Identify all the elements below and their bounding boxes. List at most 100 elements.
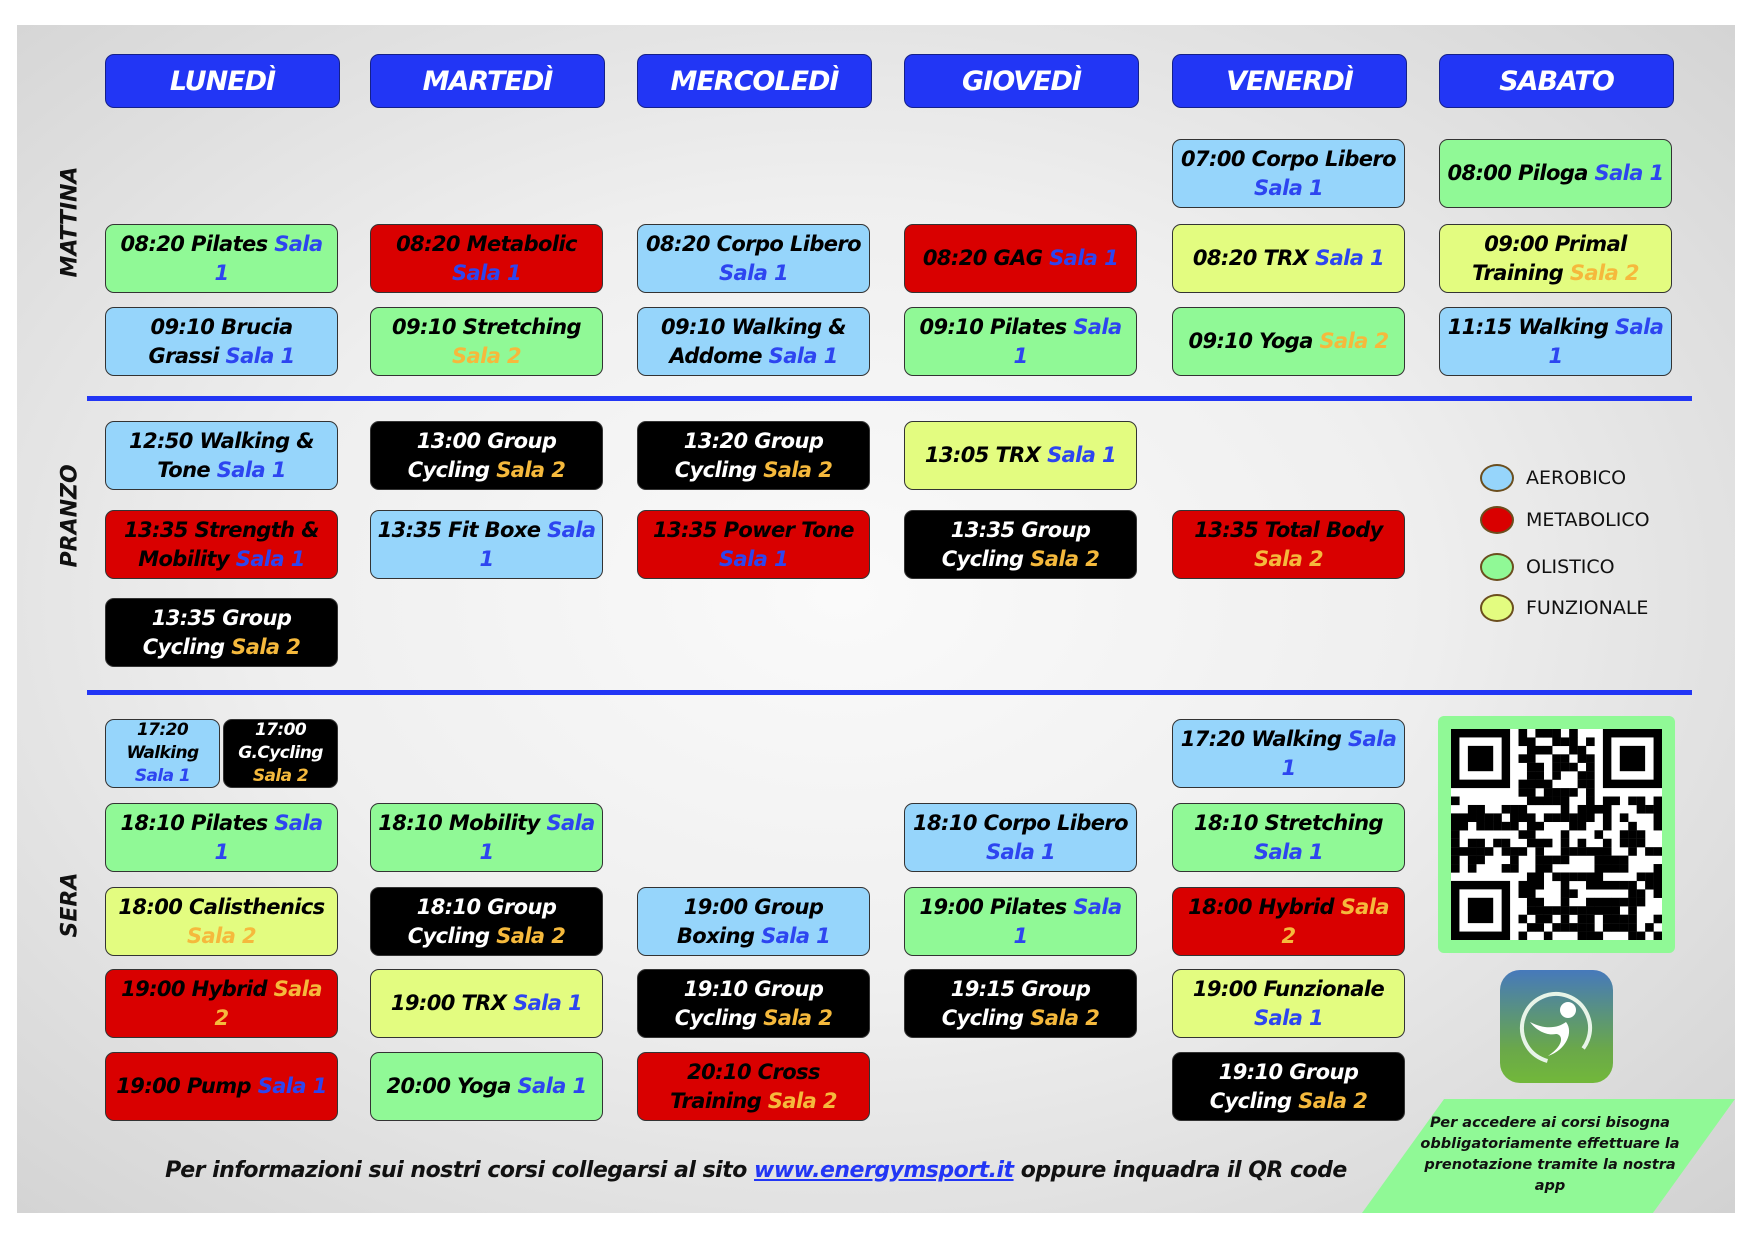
class-name: 18:10 Pilates (120, 810, 268, 835)
class-name: 13:35 Power Tone (653, 517, 855, 542)
class-name: 19:00 Pump (116, 1074, 251, 1098)
class-name: 19:10 Group Cycling (674, 976, 824, 1030)
room-label: Sala 1 (768, 343, 839, 368)
qr-code-icon (1451, 729, 1663, 941)
footer-text-end: oppure inquadra il QR code (1013, 1158, 1348, 1183)
class-block: 08:20 Pilates Sala 1 (105, 224, 338, 293)
class-name: 07:00 Corpo Libero (1181, 146, 1397, 171)
room-label: Sala 1 (513, 991, 583, 1015)
class-block: 19:10 Group Cycling Sala 2 (637, 969, 870, 1038)
day-header-1: MARTEDÌ (370, 54, 605, 108)
room-label: Sala 1 (214, 810, 323, 864)
day-header-5: SABATO (1439, 54, 1674, 108)
room-label: Sala 1 (452, 260, 522, 285)
footer-text: Per informazioni sui nostri corsi colleg… (165, 1158, 755, 1183)
room-label: Sala 2 (1319, 329, 1390, 353)
room-label: Sala 2 (1030, 546, 1100, 571)
legend-swatch (1480, 553, 1514, 581)
room-label: Sala 1 (1254, 839, 1324, 864)
class-block: 17:20 Walking Sala 1 (105, 719, 220, 788)
room-label: Sala 2 (252, 766, 309, 786)
room-label: Sala 1 (1281, 726, 1397, 780)
class-name: 13:20 Group Cycling (674, 428, 824, 482)
class-block: 07:00 Corpo Libero Sala 1 (1172, 139, 1405, 208)
room-label: Sala 2 (763, 1005, 833, 1030)
class-block: 08:20 Corpo Libero Sala 1 (637, 224, 870, 293)
class-name: 18:00 Calisthenics (118, 894, 325, 919)
section-divider (87, 690, 1692, 695)
legend-swatch (1480, 464, 1514, 492)
room-label: Sala 2 (1281, 894, 1389, 948)
class-block: 13:35 Power Tone Sala 1 (637, 510, 870, 579)
room-label: Sala 2 (1030, 1005, 1100, 1030)
room-label: Sala 1 (761, 923, 831, 948)
class-name: 20:10 Cross Training (670, 1059, 820, 1113)
class-block: 19:00 TRX Sala 1 (370, 969, 603, 1038)
class-block: 13:20 Group Cycling Sala 2 (637, 421, 870, 490)
class-name: 20:00 Yoga (386, 1074, 511, 1098)
room-label: Sala 1 (719, 260, 789, 285)
room-label: Sala 1 (235, 546, 306, 571)
class-block: 18:10 Stretching Sala 1 (1172, 803, 1405, 872)
class-block: 18:10 Group Cycling Sala 2 (370, 887, 603, 956)
room-label: Sala 1 (1254, 175, 1324, 200)
class-block: 18:10 Mobility Sala 1 (370, 803, 603, 872)
class-name: 08:20 GAG (922, 246, 1043, 270)
room-label: Sala 1 (216, 457, 287, 482)
qr-code[interactable] (1438, 716, 1675, 953)
class-block: 13:05 TRX Sala 1 (904, 421, 1137, 490)
class-name: 08:20 TRX (1192, 246, 1309, 270)
class-name: 11:15 Walking (1447, 314, 1609, 339)
class-block: 19:15 Group Cycling Sala 2 (904, 969, 1137, 1038)
class-block: 09:10 Pilates Sala 1 (904, 307, 1137, 376)
room-label: Sala 1 (719, 546, 789, 571)
class-name: 19:15 Group Cycling (941, 976, 1091, 1030)
class-block: 19:00 Group Boxing Sala 1 (637, 887, 870, 956)
class-name: 08:20 Metabolic (396, 231, 577, 256)
room-label: Sala 1 (214, 231, 323, 285)
section-label-mattina: MATTINA (58, 167, 83, 278)
class-name: 09:10 Brucia Grassi (148, 314, 293, 368)
class-name: 18:10 Corpo Libero (913, 810, 1129, 835)
room-label: Sala 1 (517, 1074, 588, 1098)
class-name: 08:20 Corpo Libero (646, 231, 862, 256)
legend-item-funzionale: FUNZIONALE (1480, 594, 1648, 622)
class-block: 12:50 Walking & Tone Sala 1 (105, 421, 338, 490)
class-name: 18:10 Group Cycling (407, 894, 557, 948)
room-label: Sala 1 (1047, 443, 1117, 467)
class-block: 20:00 Yoga Sala 1 (370, 1052, 603, 1121)
class-name: 17:20 Walking (1180, 726, 1342, 751)
class-block: 09:10 Brucia Grassi Sala 1 (105, 307, 338, 376)
class-name: 13:35 Strength & Mobility (124, 517, 320, 571)
room-label: Sala 1 (986, 839, 1056, 864)
legend-item-metabolico: METABOLICO (1480, 506, 1650, 534)
website-link[interactable]: www.energymsport.it (754, 1158, 1014, 1183)
class-block: 17:00 G.Cycling Sala 2 (223, 719, 338, 788)
class-block: 13:35 Strength & Mobility Sala 1 (105, 510, 338, 579)
room-label: Sala 1 (1548, 314, 1664, 368)
class-block: 19:00 Pump Sala 1 (105, 1052, 338, 1121)
class-name: 19:00 Hybrid (121, 976, 267, 1001)
legend-item-olistico: OLISTICO (1480, 553, 1615, 581)
booking-note: Per accedere ai corsi bisogna obbligator… (1420, 1115, 1680, 1194)
room-label: Sala 1 (479, 810, 595, 864)
class-block: 13:00 Group Cycling Sala 2 (370, 421, 603, 490)
class-block: 09:10 Yoga Sala 2 (1172, 307, 1405, 376)
class-block: 19:00 Hybrid Sala 2 (105, 969, 338, 1038)
class-block: 18:10 Pilates Sala 1 (105, 803, 338, 872)
room-label: Sala 1 (1315, 246, 1385, 270)
app-logo-icon[interactable] (1500, 970, 1613, 1083)
legend-label: OLISTICO (1526, 556, 1615, 578)
footer-info: Per informazioni sui nostri corsi colleg… (0, 1158, 1512, 1183)
room-label: Sala 2 (763, 457, 833, 482)
class-name: 19:00 Pilates (919, 894, 1067, 919)
room-label: Sala 2 (1298, 1088, 1368, 1113)
room-label: Sala 2 (231, 634, 301, 659)
class-block: 13:35 Fit Boxe Sala 1 (370, 510, 603, 579)
class-block: 13:35 Total Body Sala 2 (1172, 510, 1405, 579)
class-block: 13:35 Group Cycling Sala 2 (904, 510, 1137, 579)
legend-label: FUNZIONALE (1526, 597, 1649, 619)
class-block: 19:00 Pilates Sala 1 (904, 887, 1137, 956)
class-block: 13:35 Group Cycling Sala 2 (105, 598, 338, 667)
class-block: 18:00 Hybrid Sala 2 (1172, 887, 1405, 956)
